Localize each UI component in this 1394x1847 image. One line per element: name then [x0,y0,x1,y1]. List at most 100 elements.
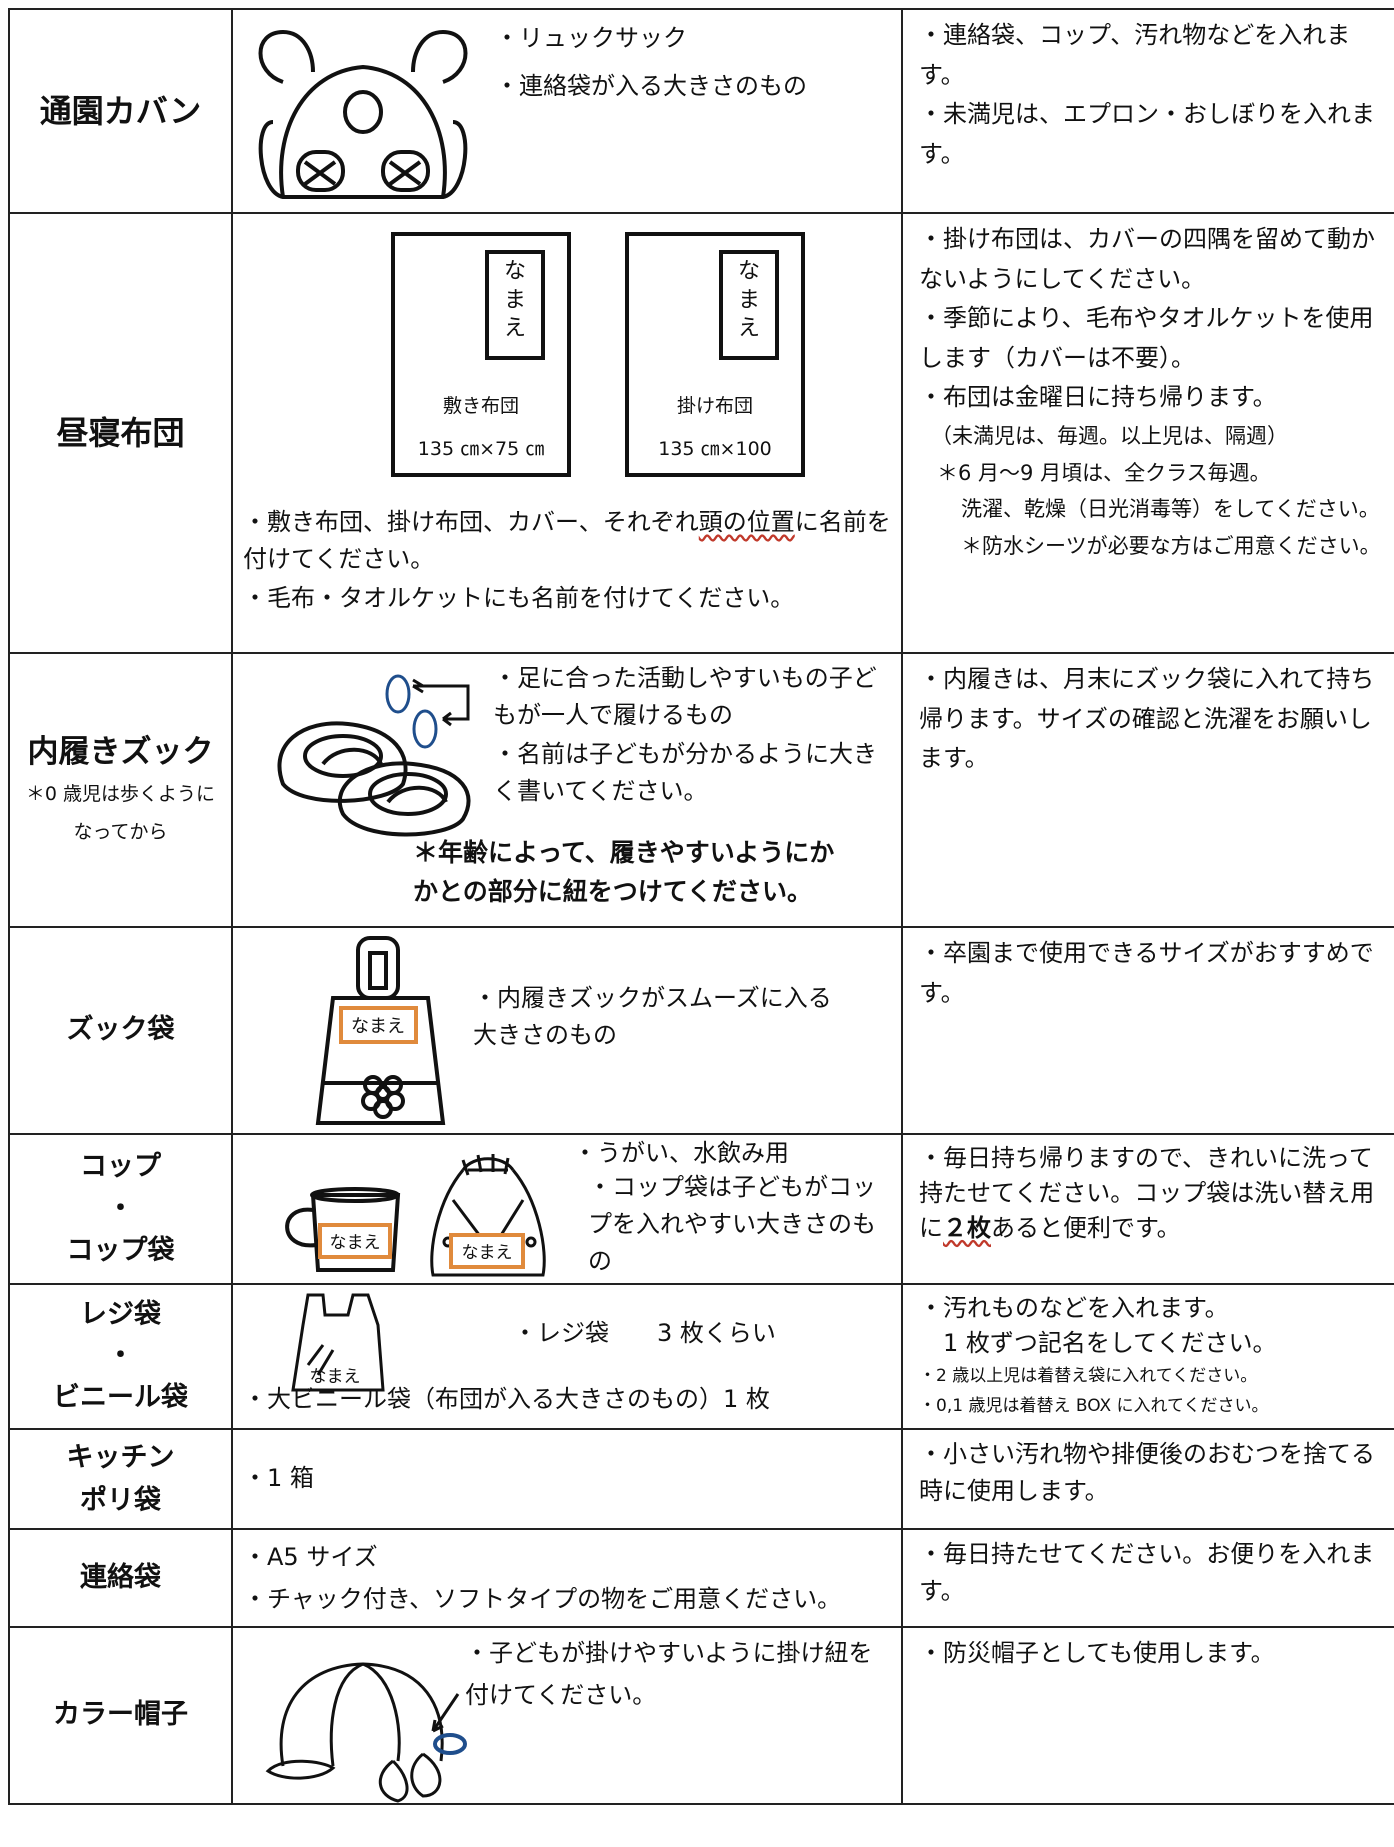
row-shoes: 内履きズック ＊0 歳児は歩くようになってから [8,652,1394,928]
label-cell-kitchen: キッチンポリ袋 [8,1427,233,1530]
label-cell-shoes: 内履きズック ＊0 歳児は歩くようになってから [8,652,233,928]
desc-cell-bag: リュックサック 連絡袋が入る大きさのもの [231,8,903,214]
cup-tag-text: なまえ [330,1233,381,1253]
label-cell-bag: 通園カバン [8,8,233,214]
hat-desc: 子どもが掛けやすいように掛け紐を付けてください。 [465,1632,895,1716]
bag-desc-2: 連絡袋が入る大きさのもの [495,68,807,105]
row-label-futon: 昼寝布団 [56,414,185,452]
futon-note-3: 布団は金曜日に持ち帰ります。 [919,378,1388,418]
desc-cell-shoebag: なまえ 内履きズックがスムーズに入る大きさのもの [231,926,903,1135]
row-bag: 通園カバン リュックサック 連絡袋が入る大きさ [8,8,1394,214]
label-cell-hat: カラー帽子 [8,1625,233,1805]
shiki-futon-diagram: なまえ 敷き布団 135 ㎝×75 ㎝ [391,232,571,477]
row-label-plastic: レジ袋・ビニール袋 [53,1298,188,1414]
desc-cell-kitchen: 1 箱 [231,1427,903,1530]
row-label-contact: 連絡袋 [80,1561,161,1593]
notes-cell-contact: 毎日持たせてください。お便りを入れます。 [901,1527,1394,1628]
hat-note-1: 防災帽子としても使用します。 [919,1634,1388,1674]
futon-desc-1: 敷き布団、掛け布団、カバー、それぞれ頭の位置に名前を付けてください。 [243,504,893,578]
plastic-note-1: 汚れものなどを入れます。 [919,1291,1388,1326]
shoes-desc-3: ＊年齢によって、履きやすいようにかかとの部分に紐をつけてください。 [413,838,835,906]
drawstring-bag-icon: なまえ [430,1154,546,1277]
bag-note-1: 連絡袋、コップ、汚れ物などを入れます。 [919,16,1388,95]
shoes-desc-1: 足に合った活動しやすいもの子どもが一人で履けるもの [493,660,893,734]
kitchen-note-1: 小さい汚れ物や排便後のおむつを捨てる時に使用します。 [919,1436,1388,1510]
futon-note-2: 季節により、毛布やタオルケットを使用します（カバーは不要）。 [919,299,1388,378]
notes-cell-plastic: 汚れものなどを入れます。 1 枚ずつ記名をしてください。 2 歳以上児は着替え袋… [901,1283,1394,1430]
name-box: なまえ [719,250,779,360]
cup-desc-2: コップ袋は子どもがコップを入れやすい大きさのもの [588,1169,888,1281]
desc-cell-shoes: 足に合った活動しやすいもの子どもが一人で履けるもの 名前は子どもが分かるように大… [231,652,903,928]
futon-desc-2: 毛布・タオルケットにも名前を付けてください。 [243,580,893,617]
row-label-shoebag: ズック袋 [66,1014,175,1046]
notes-cell-kitchen: 小さい汚れ物や排便後のおむつを捨てる時に使用します。 [901,1427,1394,1530]
notes-cell-cup: 毎日持ち帰りますので、きれいに洗って持たせてください。コップ袋は洗い替え用に２枚… [901,1133,1394,1285]
desc-cell-contact: A5 サイズ チャック付き、ソフトタイプの物をご用意ください。 [231,1527,903,1628]
shoes-desc-2: 名前は子どもが分かるように大きく書いてください。 [493,736,893,810]
shoebag-note-1: 卒園まで使用できるサイズがおすすめです。 [919,934,1388,1013]
futon-note-5: ＊防水シーツが必要な方はご用意ください。 [961,534,1381,559]
plastic-desc-2: 大ビニール袋（布団が入る大きさのもの）1 枚 [243,1381,893,1418]
backpack-icon [258,29,468,199]
label-cell-contact: 連絡袋 [8,1527,233,1628]
shoes-icon [277,674,471,837]
plastic-bag-icon: なまえ [291,1293,385,1392]
hat-icon [265,1662,467,1803]
row-shoebag: ズック袋 なまえ 内履きズックがスムーズに入る大きさのもの [8,926,1394,1135]
bag-desc-1: リュックサック [495,20,687,57]
plastic-note-3: 0,1 歳児は着替え BOX に入れてください。 [919,1391,1388,1422]
shoes-label-note: ＊0 歳児は歩くようになってから [25,783,216,844]
row-label-cup: コップ・コップ袋 [66,1151,175,1266]
desc-cell-futon: なまえ 敷き布団 135 ㎝×75 ㎝ なまえ 掛け布団 135 ㎝×100 敷… [231,212,903,654]
row-plastic: レジ袋・ビニール袋 なまえ レジ袋 3 枚くらい 大ビニール袋（布団が入る大きさ… [8,1283,1394,1430]
cupbag-tag-text: なまえ [462,1243,513,1263]
row-futon: 昼寝布団 なまえ 敷き布団 135 ㎝×75 ㎝ なまえ 掛け布団 135 ㎝×… [8,212,1394,654]
label-cell-cup: コップ・コップ袋 [8,1133,233,1285]
kake-futon-diagram: なまえ 掛け布団 135 ㎝×100 [625,232,805,477]
kake-size: 135 ㎝×100 [658,438,772,460]
items-table: 通園カバン リュックサック 連絡袋が入る大きさ [8,8,1394,1805]
row-label-kitchen: キッチンポリ袋 [66,1441,175,1516]
contact-desc-2: チャック付き、ソフトタイプの物をご用意ください。 [243,1578,891,1620]
shoes-note-1: 内履きは、月末にズック袋に入れて持ち帰ります。サイズの確認と洗濯をお願いします。 [919,660,1388,779]
row-label-hat: カラー帽子 [53,1699,188,1731]
row-label-shoes: 内履きズック [27,733,214,770]
bag-note-2: 未満児は、エプロン・おしぼりを入れます。 [919,95,1388,174]
shiki-size: 135 ㎝×75 ㎝ [417,438,545,460]
contact-note-1: 毎日持たせてください。お便りを入れます。 [919,1536,1388,1610]
futon-note-3-sub: （未満児は、毎週。以上児は、隔週） [931,423,1288,448]
desc-cell-plastic: なまえ レジ袋 3 枚くらい 大ビニール袋（布団が入る大きさのもの）1 枚 [231,1283,903,1430]
notes-cell-shoebag: 卒園まで使用できるサイズがおすすめです。 [901,926,1394,1135]
row-label-bag: 通園カバン [39,92,202,130]
label-cell-shoebag: ズック袋 [8,926,233,1135]
cup-icon: なまえ [285,1187,401,1272]
contact-desc-1: A5 サイズ [243,1536,891,1578]
plastic-note-1-sub: 1 枚ずつ記名をしてください。 [943,1328,1277,1357]
row-contact: 連絡袋 A5 サイズ チャック付き、ソフトタイプの物をご用意ください。 毎日持た… [8,1527,1394,1628]
kake-title: 掛け布団 [676,395,753,417]
plastic-tag-text: なまえ [310,1367,361,1387]
desc-cell-cup: なまえ なまえ うがい、水飲み用 コップ袋は子どもがコップを入れやすい大 [231,1133,903,1285]
shoebag-tag-text: なまえ [351,1016,405,1037]
row-hat: カラー帽子 子どもが掛けやすいように掛け紐を付け [8,1625,1394,1805]
desc-cell-hat: 子どもが掛けやすいように掛け紐を付けてください。 [231,1625,903,1805]
futon-note-1: 掛け布団は、カバーの四隅を留めて動かないようにしてください。 [919,220,1388,299]
cup-note-1: 毎日持ち帰りますので、きれいに洗って持たせてください。コップ袋は洗い替え用に２枚… [919,1141,1388,1245]
shiki-title: 敷き布団 [442,395,519,417]
futon-note-4: ＊6 月～9 月頃は、全クラス毎週。 [937,460,1271,485]
notes-cell-shoes: 内履きは、月末にズック袋に入れて持ち帰ります。サイズの確認と洗濯をお願いします。 [901,652,1394,928]
plastic-desc-1: レジ袋 3 枚くらい [513,1315,893,1352]
shoebag-desc: 内履きズックがスムーズに入る大きさのもの [473,980,853,1054]
notes-cell-futon: 掛け布団は、カバーの四隅を留めて動かないようにしてください。 季節により、毛布や… [901,212,1394,654]
cup-desc-1: うがい、水飲み用 [573,1135,893,1172]
plastic-note-2: 2 歳以上児は着替え袋に入れてください。 [919,1361,1388,1392]
row-cup: コップ・コップ袋 なまえ [8,1133,1394,1285]
name-box: なまえ [485,250,545,360]
shoe-bag-icon: なまえ [315,936,446,1125]
notes-cell-bag: 連絡袋、コップ、汚れ物などを入れます。 未満児は、エプロン・おしぼりを入れます。 [901,8,1394,214]
kitchen-desc: 1 箱 [243,1460,314,1497]
label-cell-plastic: レジ袋・ビニール袋 [8,1283,233,1430]
futon-note-4-sub: 洗濯、乾燥（日光消毒等）をしてください。 [961,497,1380,522]
label-cell-futon: 昼寝布団 [8,212,233,654]
